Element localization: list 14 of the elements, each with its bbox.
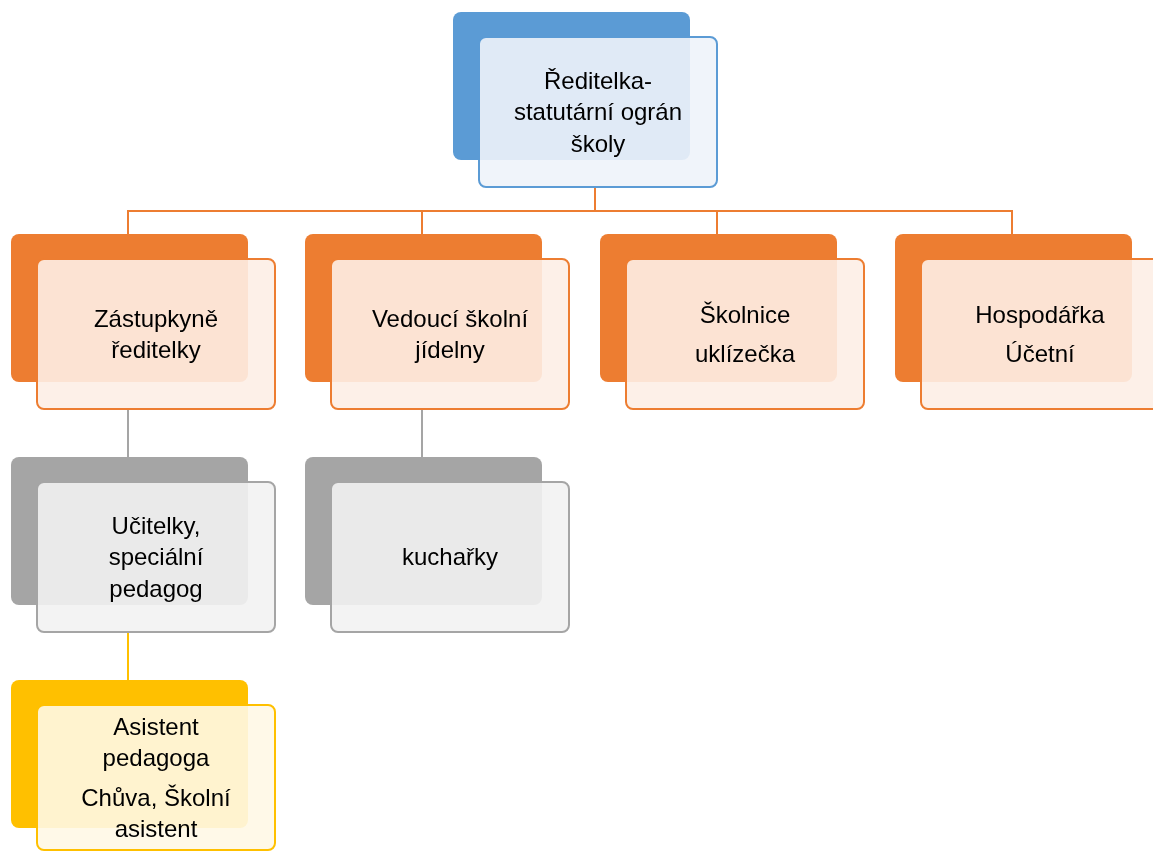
role-text: Učitelky, speciální pedagog: [107, 511, 205, 604]
role-text: kuchařky: [401, 542, 498, 573]
role-text: Chůva, Školní asistent: [80, 782, 232, 844]
role-text: Asistent pedagoga: [101, 712, 211, 774]
role-text: Ředitelka- statutární ográn školy: [512, 66, 684, 159]
connector-line: [127, 632, 129, 681]
role-text: uklízečka: [694, 339, 795, 369]
connector-line: [127, 409, 129, 458]
role-text: Hospodářka: [975, 299, 1105, 330]
role-text: Vedoucí školní jídelny: [370, 303, 530, 365]
role-text: Účetní: [1005, 339, 1075, 369]
connector-line: [421, 409, 423, 458]
role-text: Zástupkyně ředitelky: [92, 303, 220, 365]
role-text: Školnice: [699, 299, 791, 330]
